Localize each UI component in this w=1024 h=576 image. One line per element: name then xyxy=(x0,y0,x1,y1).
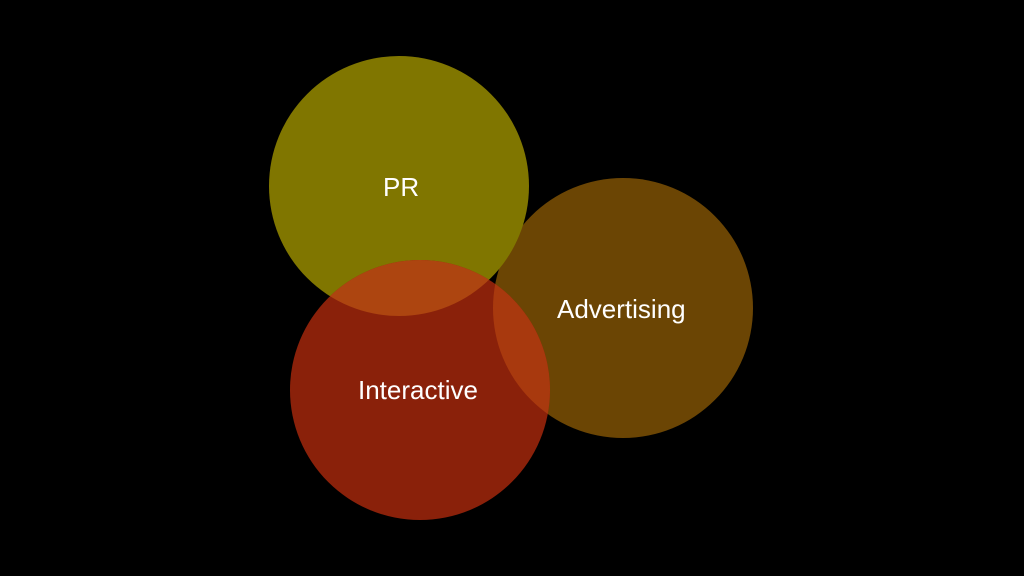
advertising-circle xyxy=(493,178,753,438)
pr-circle xyxy=(269,56,529,316)
advertising-label: Advertising xyxy=(557,294,686,324)
interactive-label: Interactive xyxy=(358,375,478,405)
interactive-circle xyxy=(290,260,550,520)
pr-label: PR xyxy=(383,172,419,202)
